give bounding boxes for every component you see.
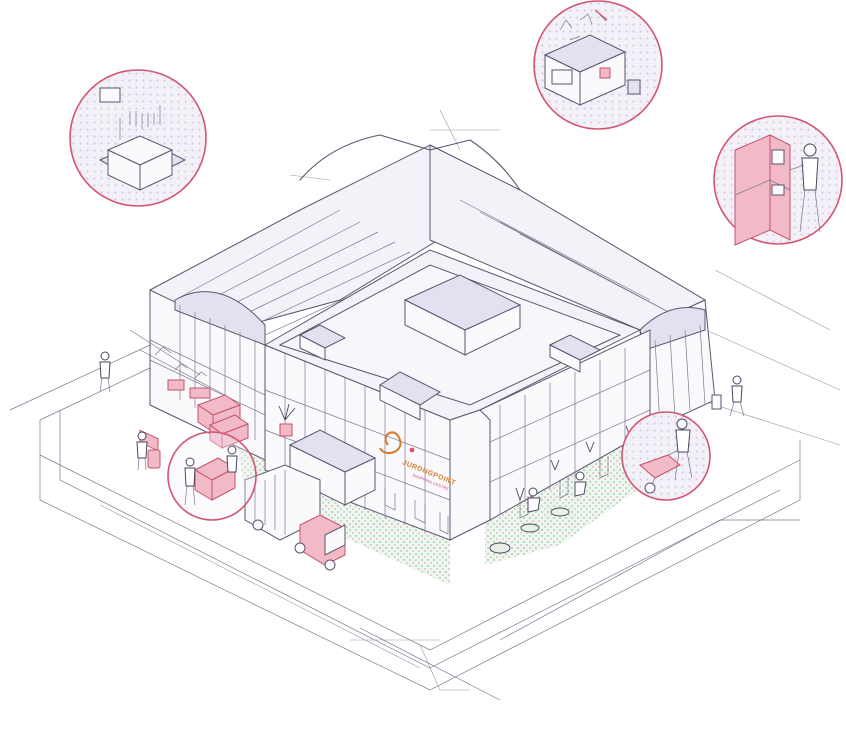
waste-bins — [147, 394, 250, 469]
green-zone-right — [485, 440, 665, 565]
person-right-walking — [711, 375, 745, 417]
plants — [278, 403, 635, 554]
people — [99, 351, 745, 513]
vending-machine-icon — [734, 134, 821, 246]
person-left-1 — [99, 351, 111, 393]
street-block-outline — [9, 109, 841, 701]
star-icon — [409, 447, 415, 453]
digester-icon — [543, 9, 641, 106]
person-gardening — [527, 487, 541, 513]
garbage-truck — [244, 464, 346, 571]
wheelie-bin — [147, 449, 161, 469]
food-waste-digester-callout — [533, 0, 663, 130]
person-left-2 — [136, 431, 148, 471]
weighing-scale-callout — [69, 69, 207, 207]
wheelbarrow-compost-callout — [621, 411, 711, 501]
bin-collection-callout — [167, 431, 257, 521]
person-gardening-2 — [574, 471, 587, 497]
scale-icon — [98, 87, 187, 191]
wheelbarrow-icon — [639, 418, 693, 494]
recycling-machine-callout — [713, 115, 843, 246]
bin-icon — [184, 445, 238, 506]
